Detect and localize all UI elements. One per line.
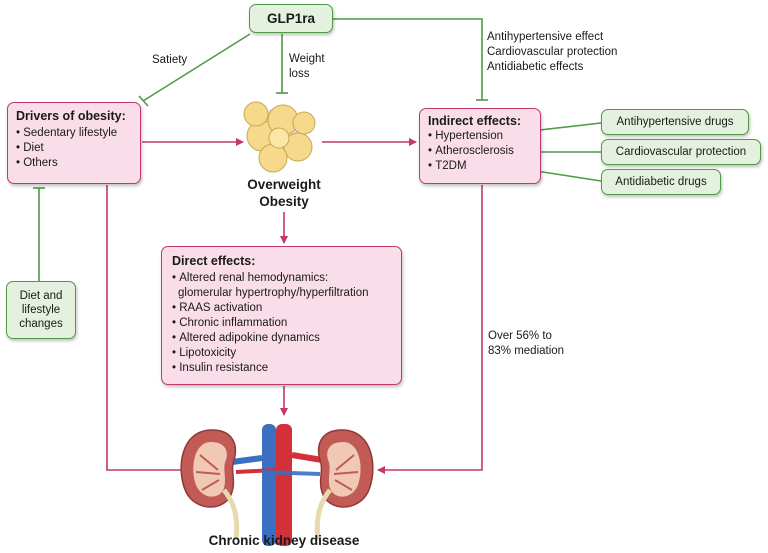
obesity-line2: Obesity: [259, 194, 309, 209]
diet-line1: Diet and: [19, 290, 63, 302]
antidiabetic-inhibition-line: [529, 169, 602, 182]
indirect-item: T2DM: [428, 159, 532, 174]
drivers-to-kidney-arrow: [106, 185, 189, 474]
drug-label: Cardiovascular protection: [615, 146, 747, 158]
direct-item: Altered renal hemodynamics:: [172, 271, 391, 286]
indirect-item: Atherosclerosis: [428, 144, 532, 159]
satiety-label: Satiety: [152, 54, 188, 66]
weight-loss-line1: Weight: [289, 53, 325, 65]
diet-line3: changes: [19, 318, 63, 330]
glp1-effect-1: Antihypertensive effect: [487, 31, 604, 43]
antidiabetic-drugs-box: Antidiabetic drugs: [601, 169, 721, 195]
drug-label: Antidiabetic drugs: [615, 176, 707, 188]
indirect-to-kidney-arrow: [377, 185, 483, 474]
drug-label: Antihypertensive drugs: [616, 116, 734, 128]
glp1-effect-3: Antidiabetic effects: [487, 61, 584, 73]
direct-item-continuation: glomerular hypertrophy/hyperfiltration: [178, 287, 369, 299]
direct-item: RAAS activation: [172, 301, 391, 316]
drivers-item: Diet: [16, 141, 132, 156]
weight-loss-line2: loss: [289, 68, 310, 80]
indirect-item: Hypertension: [428, 129, 532, 144]
antihypertensive-drugs-box: Antihypertensive drugs: [601, 109, 749, 135]
fat-cells-icon: [243, 101, 316, 173]
diet-line2: lifestyle: [21, 304, 61, 316]
obesity-label: Overweight Obesity: [224, 176, 344, 210]
mediation-line1: Over 56% to: [488, 330, 552, 342]
ckd-label: Chronic kidney disease: [208, 533, 360, 548]
direct-title: Direct effects:: [172, 254, 256, 268]
mediation-line2: 83% mediation: [488, 345, 565, 357]
direct-item: Lipotoxicity: [172, 346, 391, 361]
drivers-title: Drivers of obesity:: [16, 109, 126, 123]
kidneys-icon: [180, 424, 374, 546]
satiety-inhibition-line: [142, 33, 251, 102]
drivers-item: Sedentary lifestyle: [16, 126, 132, 141]
direct-item: Altered adipokine dynamics: [172, 331, 391, 346]
diet-lifestyle-box: Diet and lifestyle changes: [6, 281, 76, 339]
glp1-indirect-inhibition-line: [333, 18, 483, 100]
mediation-label: Over 56% to 83% mediation: [488, 329, 564, 359]
direct-box: Direct effects: Altered renal hemodynami…: [161, 246, 402, 385]
direct-item: Insulin resistance: [172, 361, 391, 376]
glp1ra-label: GLP1ra: [266, 10, 316, 26]
glp1-effect-2: Cardiovascular protection: [487, 46, 618, 58]
indirect-title: Indirect effects:: [428, 114, 522, 128]
drivers-item: Others: [16, 156, 132, 171]
antihypertensive-inhibition-line: [530, 122, 602, 132]
indirect-box: Indirect effects: Hypertension Atheroscl…: [419, 108, 541, 184]
cardiovascular-protection-box: Cardiovascular protection: [601, 139, 761, 165]
glp1-effects-label: Antihypertensive effect Cardiovascular p…: [487, 30, 617, 75]
drivers-box: Drivers of obesity: Sedentary lifestyle …: [7, 102, 141, 184]
glp1ra-box: GLP1ra: [249, 4, 333, 33]
direct-item: Chronic inflammation: [172, 316, 391, 331]
obesity-line1: Overweight: [247, 177, 321, 192]
weight-loss-label: Weight loss: [289, 52, 325, 82]
